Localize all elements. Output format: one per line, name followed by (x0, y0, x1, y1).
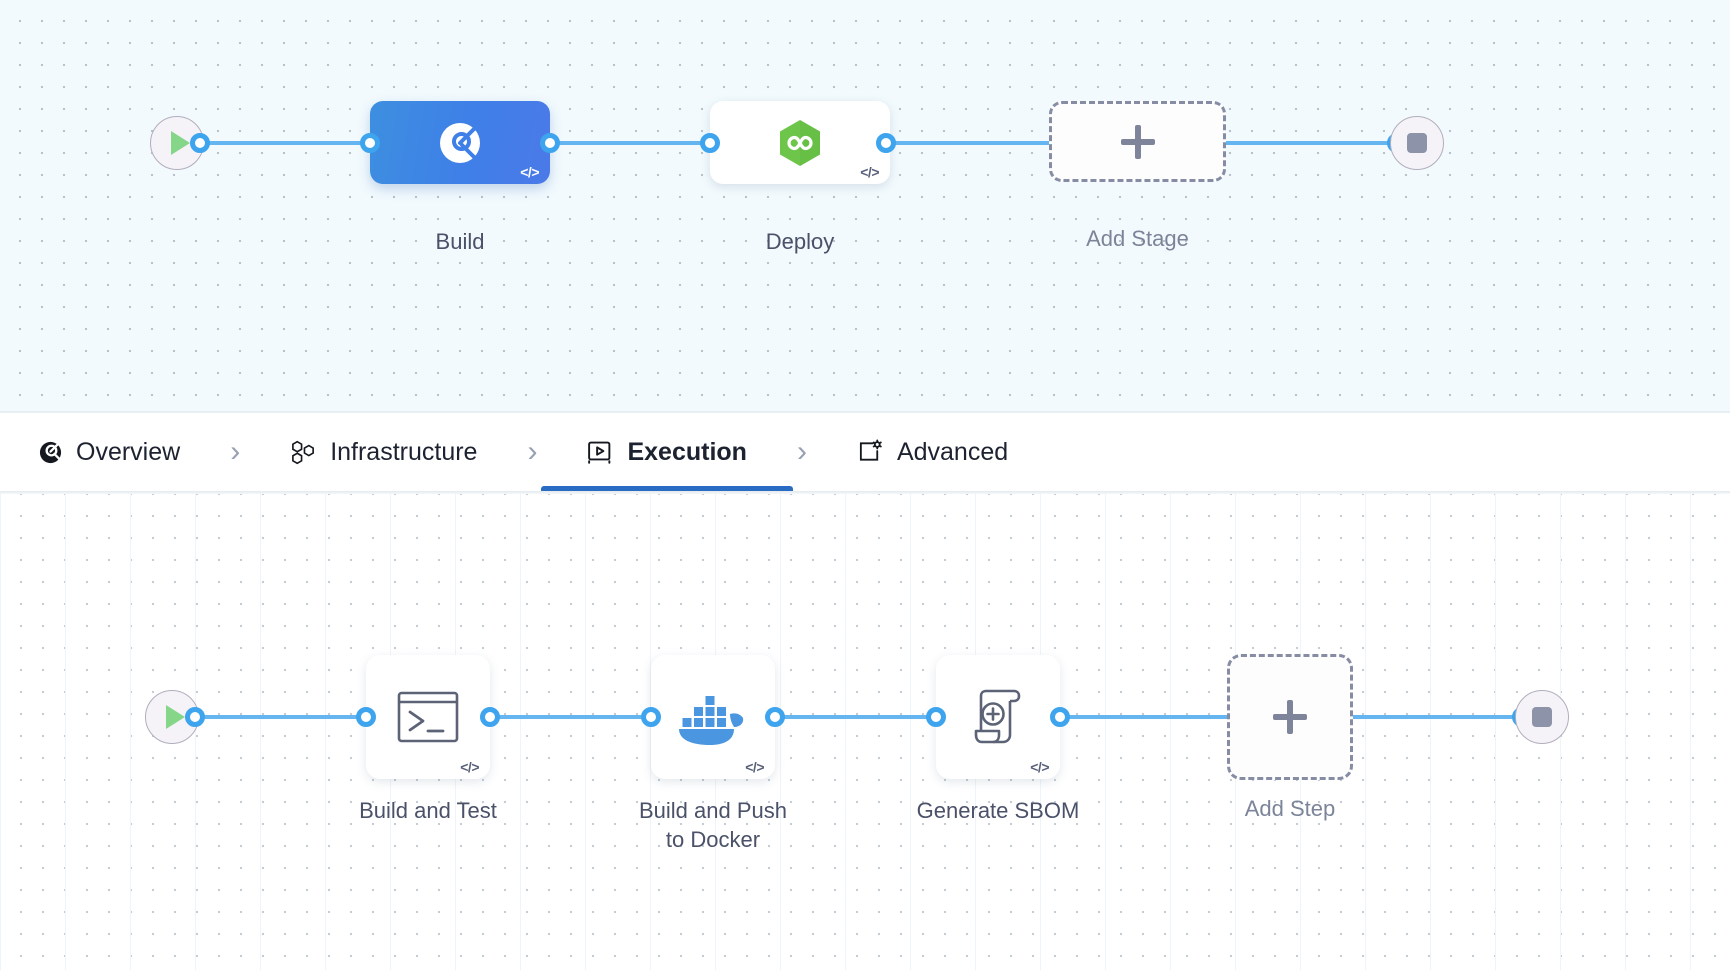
connector-start-to-step1 (190, 715, 375, 719)
play-icon (170, 131, 190, 155)
stage-code-badge[interactable]: </> (860, 164, 879, 180)
connector-dot-deploy-out[interactable] (876, 133, 896, 153)
step-node-build-and-push-to-docker[interactable]: </> (651, 655, 775, 779)
connector-dot-step1-out[interactable] (480, 707, 500, 727)
tab-advanced-label: Advanced (896, 437, 1009, 466)
stop-icon (1532, 707, 1552, 727)
docker-icon (679, 696, 744, 745)
connector-build-to-deploy (540, 141, 730, 145)
execution-end-node[interactable] (1515, 690, 1569, 744)
connector-deploy-to-add (876, 141, 1056, 145)
connector-add-to-end (1345, 715, 1525, 719)
connector-dot-step2-in[interactable] (641, 707, 661, 727)
cd-deploy-icon (780, 119, 820, 166)
execution-steps-canvas[interactable]: </> Build and Test </> (0, 491, 1730, 970)
advanced-icon (857, 439, 884, 465)
tab-separator: › (527, 435, 538, 468)
plus-icon (1120, 124, 1155, 159)
stop-icon (1407, 133, 1427, 153)
plus-icon (1273, 700, 1307, 734)
stage-label-deploy: Deploy (765, 229, 835, 254)
add-step-label: Add Step (1244, 796, 1336, 821)
connector-dot-step1-in[interactable] (356, 707, 376, 727)
add-stage-button[interactable] (1049, 101, 1226, 182)
step-label-generate-sbom: Generate SBOM (916, 798, 1080, 823)
stage-node-build[interactable]: </> (370, 101, 550, 184)
add-step-button[interactable] (1227, 654, 1353, 780)
tab-infrastructure[interactable]: Infrastructure (286, 413, 481, 491)
step-code-badge[interactable]: </> (1030, 759, 1049, 775)
tab-separator: › (230, 435, 241, 468)
add-stage-label: Add Stage (1086, 226, 1189, 251)
section-tab-bar: Overview › Infrastructure › (0, 413, 1730, 491)
connector-dot-step2-out[interactable] (765, 707, 785, 727)
step-node-generate-sbom[interactable]: </> (936, 655, 1060, 779)
ci-build-icon (440, 122, 480, 163)
overview-icon (38, 440, 63, 465)
connector-start-to-build (196, 141, 381, 145)
step-label-build-and-push-to-docker: Build and Push to Docker (639, 798, 787, 853)
connector-step3-to-add (1055, 715, 1235, 719)
tab-separator: › (796, 435, 807, 468)
pipeline-start-node[interactable] (150, 116, 204, 170)
tab-infrastructure-label: Infrastructure (330, 437, 478, 466)
step-code-badge[interactable]: </> (745, 759, 764, 775)
step-node-build-and-test[interactable]: </> (366, 655, 490, 779)
execution-icon (587, 439, 614, 465)
connector-dot-start-out[interactable] (190, 133, 210, 153)
play-icon (165, 705, 185, 729)
connector-step1-to-step2 (485, 715, 660, 719)
step-code-badge[interactable]: </> (460, 759, 479, 775)
sbom-scroll-icon (974, 689, 1021, 744)
stage-label-build: Build (435, 229, 485, 254)
connector-add-to-end (1220, 141, 1400, 145)
stage-code-badge[interactable]: </> (520, 164, 539, 180)
connector-dot-deploy-in[interactable] (700, 133, 720, 153)
tab-overview[interactable]: Overview (34, 413, 184, 491)
tab-execution[interactable]: Execution (541, 413, 794, 491)
execution-start-node[interactable] (145, 690, 199, 744)
connector-dot-step3-in[interactable] (926, 707, 946, 727)
connector-dot-build-in[interactable] (360, 133, 380, 153)
tab-execution-label: Execution (627, 437, 747, 466)
step-label-build-and-test: Build and Test (359, 798, 497, 823)
stage-graph-canvas[interactable]: </> Build </> Deploy Add Stage (0, 0, 1730, 413)
connector-dot-step3-out[interactable] (1050, 707, 1070, 727)
stage-node-deploy[interactable]: </> (710, 101, 890, 184)
tab-advanced[interactable]: Advanced (853, 413, 1012, 491)
tab-overview-label: Overview (76, 437, 181, 466)
terminal-icon (397, 691, 459, 743)
infrastructure-icon (290, 439, 317, 466)
connector-dot-start-out[interactable] (185, 707, 205, 727)
connector-dot-build-out[interactable] (540, 133, 560, 153)
pipeline-end-node[interactable] (1390, 116, 1444, 170)
connector-step2-to-step3 (770, 715, 945, 719)
